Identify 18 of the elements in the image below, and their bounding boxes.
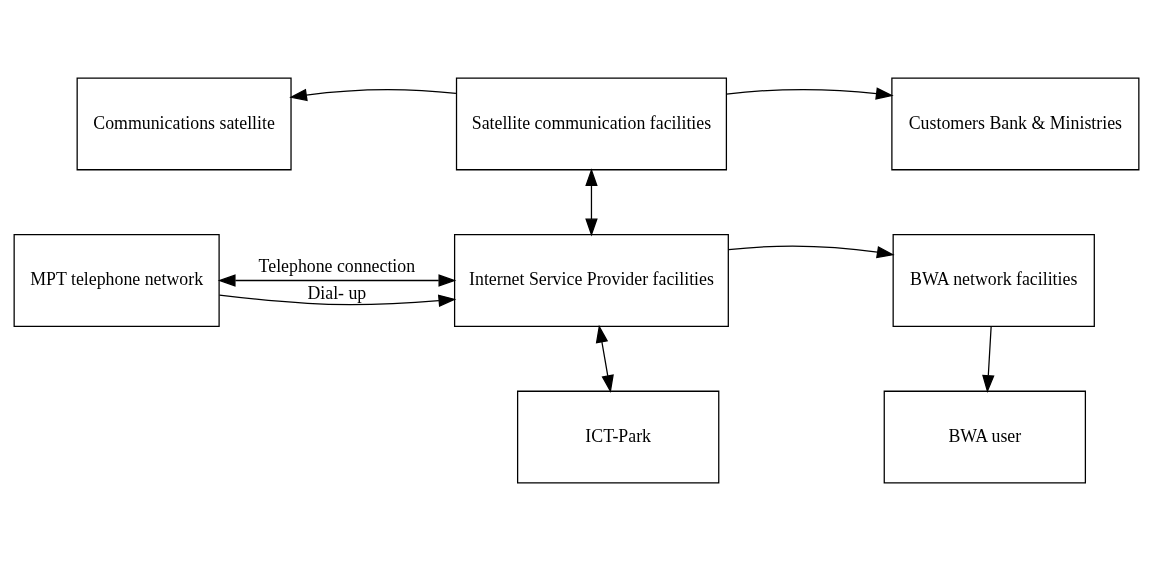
arrow <box>982 326 995 393</box>
node-box: BWA user <box>883 390 1086 484</box>
arrow <box>218 294 457 307</box>
node-box: Customers Bank & Ministries <box>891 77 1140 171</box>
node-box: Internet Service Provider facilities <box>453 234 729 327</box>
arrow <box>725 87 894 100</box>
edge-label: Dial- up <box>307 282 367 303</box>
arrow <box>289 88 457 102</box>
arrow <box>585 168 598 237</box>
node-box: Communications satellite <box>76 77 292 171</box>
arrow <box>595 324 614 393</box>
node-box: MPT telephone network <box>13 234 220 327</box>
arrow <box>727 245 895 259</box>
edge-label: Telephone connection <box>258 255 416 276</box>
node-box: Satellite communication facilities <box>455 77 728 171</box>
arrow <box>217 274 457 287</box>
node-box: ICT-Park <box>517 390 720 484</box>
node-box: BWA network facilities <box>892 234 1095 327</box>
